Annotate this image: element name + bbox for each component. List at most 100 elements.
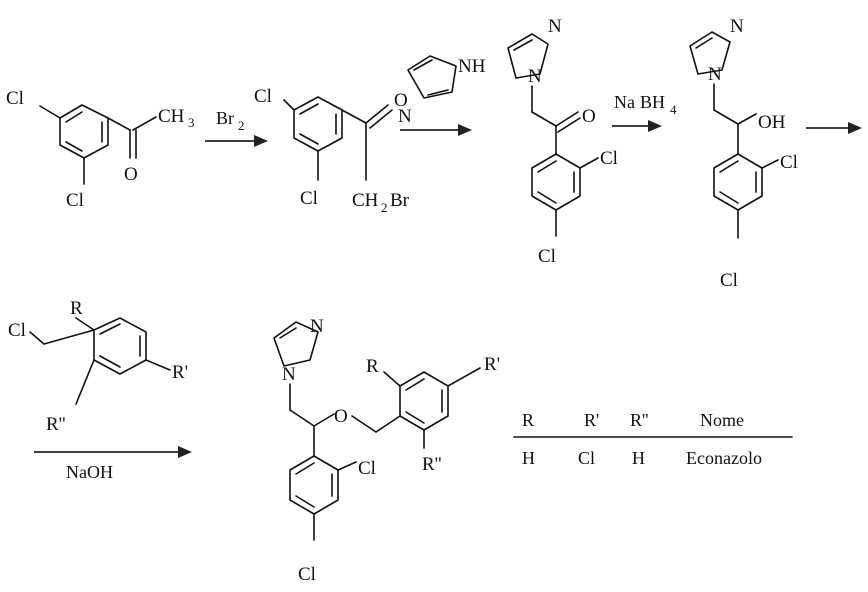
subscript: 2	[381, 200, 388, 215]
r-bond	[75, 317, 95, 331]
r1-bond	[447, 367, 481, 387]
double-bond	[405, 411, 425, 424]
compound-imidazolyl-ketone: N N O Cl Cl	[507, 16, 618, 267]
atom-oh: OH	[758, 112, 786, 133]
table-cell: Cl	[578, 448, 595, 468]
ch2-ch-bond	[289, 409, 315, 427]
arrow-head	[648, 120, 662, 132]
arrow-head	[178, 446, 192, 458]
carbonyl-bond	[341, 109, 367, 124]
carbonyl-double	[557, 117, 581, 133]
imidazole-ring	[273, 321, 319, 367]
ch2-bond	[43, 329, 95, 345]
cl-bond	[283, 99, 295, 111]
atom-ch: CH	[352, 190, 379, 211]
imidazole-ring	[407, 55, 457, 99]
atom-cl: Cl	[600, 148, 618, 169]
cl-bond	[761, 159, 779, 169]
r1-bond	[145, 359, 171, 371]
subscript: 3	[188, 115, 195, 130]
carbonyl-double	[365, 104, 389, 124]
arrow-head	[254, 135, 268, 147]
benzyl-chloride-reagent: R R' Cl R''	[8, 298, 188, 435]
table-header-r1: R'	[584, 410, 599, 430]
compound-econazole: N N O Cl Cl R R' R''	[273, 316, 500, 585]
double-bond	[99, 323, 121, 335]
double-bond	[65, 111, 83, 123]
double-bond	[65, 141, 83, 152]
atom-o: O	[124, 164, 138, 185]
atom-cl: Cl	[254, 86, 272, 107]
compound-alcohol: N N OH Cl Cl	[689, 16, 798, 291]
atom-n: N	[528, 66, 542, 87]
atom-cl: Cl	[538, 246, 556, 267]
atom-n: N	[398, 106, 412, 127]
cl-bond	[579, 157, 599, 169]
ring-bonds	[713, 153, 763, 211]
cl-bond	[39, 105, 61, 119]
double-bond	[537, 160, 557, 173]
atom-cl: Cl	[298, 564, 316, 585]
atom-cl: Cl	[8, 320, 26, 341]
double-bond	[295, 462, 315, 475]
atom-cl: Cl	[300, 188, 318, 209]
oh-bond	[737, 113, 757, 125]
table-header-name: Nome	[700, 410, 744, 430]
reagent-bh: BH	[640, 92, 665, 112]
atom-cl: Cl	[720, 270, 738, 291]
double-bond	[513, 39, 533, 51]
atom-r2: R''	[46, 414, 66, 435]
double-bond	[99, 355, 121, 368]
atom-r1: R'	[172, 362, 188, 383]
atom-ch: CH	[158, 106, 185, 127]
arrow-bromination: Br 2	[205, 108, 268, 147]
ring-bonds	[93, 317, 147, 375]
double-bond	[405, 378, 425, 391]
cl-bond	[29, 331, 45, 345]
atom-n: N	[730, 16, 744, 37]
ring-bonds	[293, 96, 343, 152]
substituent-table: R R' R'' Nome H Cl H Econazolo	[513, 410, 793, 468]
atom-nh: NH	[458, 56, 486, 77]
double-bond	[279, 327, 297, 339]
table-header-r2: R''	[630, 410, 649, 430]
atom-o: O	[394, 90, 408, 111]
double-bond	[719, 160, 739, 173]
arrow-alkylation: NaOH	[34, 446, 192, 482]
atom-r: R	[366, 356, 379, 377]
arrow-head	[848, 122, 862, 134]
compound-dichloroacetophenone: Cl Cl O CH 3	[6, 88, 195, 211]
atom-cl: Cl	[6, 88, 24, 109]
atom-n: N	[708, 64, 722, 85]
atom-br: Br	[390, 190, 410, 211]
ch-o-bond	[313, 413, 335, 427]
ring-bonds	[531, 153, 581, 211]
subscript: 2	[238, 118, 245, 133]
subscript: 4	[670, 102, 677, 117]
table-cell: H	[522, 448, 535, 468]
reagent-br: Br	[216, 108, 234, 128]
double-bond	[695, 37, 713, 49]
atom-cl: Cl	[66, 190, 84, 211]
reagent-naoh: NaOH	[66, 462, 113, 482]
arrow-continue	[806, 122, 862, 134]
double-bond	[427, 89, 449, 96]
compound-bromoketone: Cl Cl O CH 2 Br	[254, 86, 410, 215]
table-cell: H	[632, 448, 645, 468]
atom-n: N	[310, 316, 324, 337]
carbonyl-bond	[107, 117, 131, 131]
imidazole-ring	[689, 31, 731, 75]
double-bond	[413, 59, 433, 71]
ring-bonds	[59, 104, 109, 159]
atom-o: O	[334, 406, 348, 427]
atom-o: O	[582, 106, 596, 127]
arrow-imidazole: NH N	[398, 55, 486, 136]
atom-r1: R'	[484, 354, 500, 375]
arrow-head	[458, 124, 472, 136]
atom-n: N	[548, 16, 562, 37]
atom-cl: Cl	[780, 152, 798, 173]
ch2-ring-bond	[375, 415, 401, 433]
arrow-reduction: Na BH 4	[612, 92, 677, 132]
